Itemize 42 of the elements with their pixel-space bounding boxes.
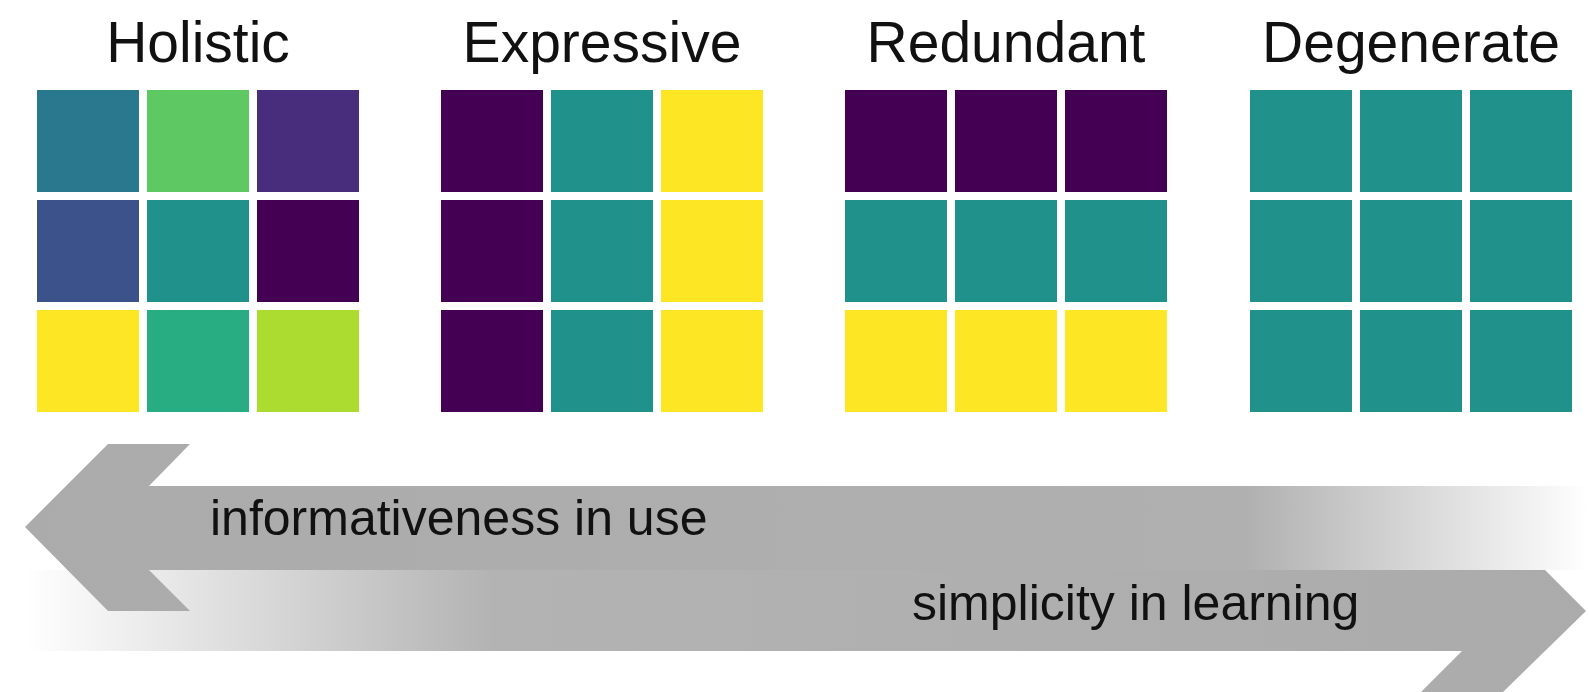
color-square [257,310,359,412]
color-square [441,90,543,192]
grid-title: Degenerate [1261,10,1561,74]
color-square [1065,200,1167,302]
color-square [551,200,653,302]
color-square [37,310,139,412]
color-square [147,200,249,302]
arrow-label: informativeness in use [210,490,708,546]
color-square [661,90,763,192]
color-square [147,90,249,192]
color-square [955,310,1057,412]
grid-title: Expressive [461,10,743,74]
color-square [37,90,139,192]
color-square [661,310,763,412]
color-square [661,200,763,302]
color-square [441,310,543,412]
color-square [1250,90,1352,192]
color-square [37,200,139,302]
color-square [1360,90,1462,192]
color-square [1250,200,1352,302]
color-square [845,200,947,302]
color-square [551,310,653,412]
color-square [845,310,947,412]
color-square [1360,310,1462,412]
color-square [147,310,249,412]
color-square [257,90,359,192]
color-square [441,200,543,302]
color-square [1250,310,1352,412]
color-square [955,200,1057,302]
color-square [1470,310,1572,412]
color-square [257,200,359,302]
color-square [1065,90,1167,192]
color-square [1470,200,1572,302]
color-square [955,90,1057,192]
arrow-label: simplicity in learning [912,575,1360,631]
color-square [1065,310,1167,412]
color-square [551,90,653,192]
color-square [845,90,947,192]
grid-title: Redundant [865,10,1147,74]
color-square [1360,200,1462,302]
color-square [1470,90,1572,192]
grid-title: Holistic [105,10,291,74]
